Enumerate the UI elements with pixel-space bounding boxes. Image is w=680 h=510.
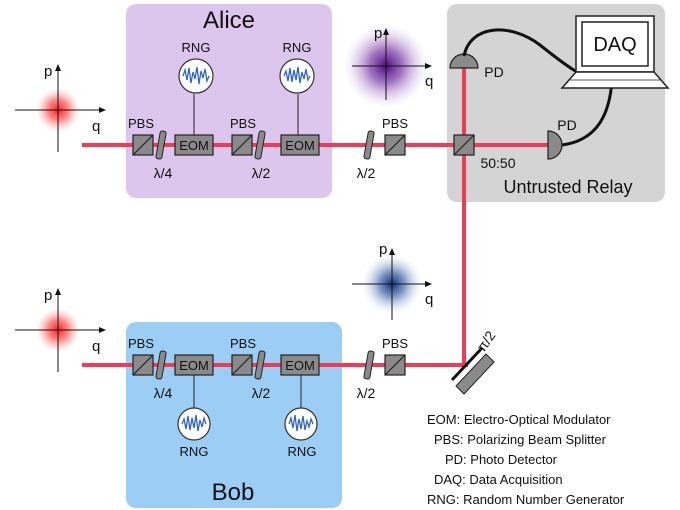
alice-pbs3-label: PBS (382, 116, 408, 131)
bob-pbs1 (132, 354, 154, 376)
phase-shift-label: π/2 (473, 328, 498, 355)
alice-eom1-label: EOM (179, 138, 209, 153)
bob-input-p-label: p (44, 287, 52, 304)
relay-pd-right-label: PD (557, 117, 576, 133)
bob-quarter-waveplate (155, 350, 167, 380)
bob-rng2-noise-icon (288, 414, 314, 432)
relay-pd-right (547, 130, 563, 160)
bob-half2-label: λ/2 (357, 385, 376, 401)
relay-beam-splitter (453, 134, 475, 156)
relay-pd-top-label: PD (484, 64, 503, 80)
bob-rng1 (177, 407, 211, 441)
bob-eom1-label: EOM (179, 358, 209, 373)
alice-pbs2-label: PBS (230, 116, 256, 131)
legend-item-daq: DAQ: Data Acquisition (434, 472, 563, 487)
alice-pbs1-label: PBS (128, 116, 154, 131)
alice-quarter-label: λ/4 (154, 165, 173, 181)
bob-rng2 (284, 407, 318, 441)
bob-half1-label: λ/2 (252, 385, 271, 401)
alice-mod-q-label: q (425, 73, 433, 90)
phase-shift-mirror (450, 346, 495, 395)
bob-pbs1-label: PBS (128, 336, 154, 351)
alice-input-p-label: p (44, 63, 52, 80)
alice-rng2-label: RNG (283, 40, 312, 55)
alice-mod-p-label: p (374, 25, 382, 42)
legend-item-rng: RNG: Random Number Generator (427, 492, 625, 507)
bob-half-waveplate2 (363, 350, 375, 380)
alice-eom2-label: EOM (285, 138, 315, 153)
alice-modulated-phase-space: p q (344, 24, 433, 108)
legend-item-eom: EOM: Electro-Optical Modulator (427, 412, 611, 427)
bob-pbs2 (231, 354, 253, 376)
alice-half2-label: λ/2 (357, 165, 376, 181)
alice-rng1-label: RNG (182, 40, 211, 55)
bob-quarter-label: λ/4 (154, 385, 173, 401)
alice-half-waveplate2 (363, 130, 375, 160)
relay-splitter-label: 50:50 (480, 155, 515, 171)
alice-pbs3 (384, 134, 406, 156)
bob-pbs2-label: PBS (230, 336, 256, 351)
bob-mod-p-label: p (379, 241, 387, 258)
alice-rng1 (178, 58, 214, 94)
alice-rng1-noise-icon (182, 66, 210, 85)
relay-title: Untrusted Relay (503, 177, 632, 197)
alice-quarter-waveplate (155, 130, 167, 160)
bob-eom2 (280, 354, 320, 376)
bob-eom2-label: EOM (285, 358, 315, 373)
bob-input-phase-space: p q (15, 287, 106, 372)
bob-half-waveplate1 (254, 350, 266, 380)
alice-input-phase-space: p q (15, 63, 106, 152)
alice-title: Alice (203, 7, 255, 34)
alice-pbs2 (231, 134, 253, 156)
daq-computer-icon (560, 15, 670, 89)
alice-pbs1 (132, 134, 154, 156)
bob-pbs3 (384, 354, 406, 376)
legend: EOM: Electro-Optical Modulator PBS: Pola… (427, 412, 625, 507)
alice-eom2 (280, 134, 320, 156)
alice-rng2-noise-icon (283, 66, 311, 84)
bob-pbs3-label: PBS (382, 336, 408, 351)
bob-input-q-label: q (92, 338, 100, 355)
relay-cable-right (561, 79, 614, 147)
alice-rng2 (279, 58, 315, 94)
bob-modulated-phase-space: p q (352, 241, 433, 320)
alice-half1-label: λ/2 (252, 165, 271, 181)
bob-rng1-label: RNG (180, 444, 209, 459)
bob-rng2-label: RNG (288, 444, 317, 459)
bob-title: Bob (212, 479, 255, 506)
daq-label: DAQ (593, 34, 636, 56)
legend-item-pbs: PBS: Polarizing Beam Splitter (434, 432, 607, 447)
legend-item-pd: PD: Photo Detector (445, 452, 558, 467)
bob-mod-q-label: q (425, 291, 433, 308)
bob-rng1-noise-icon (181, 414, 207, 432)
alice-half-waveplate1 (254, 130, 266, 160)
alice-input-q-label: q (92, 118, 100, 135)
